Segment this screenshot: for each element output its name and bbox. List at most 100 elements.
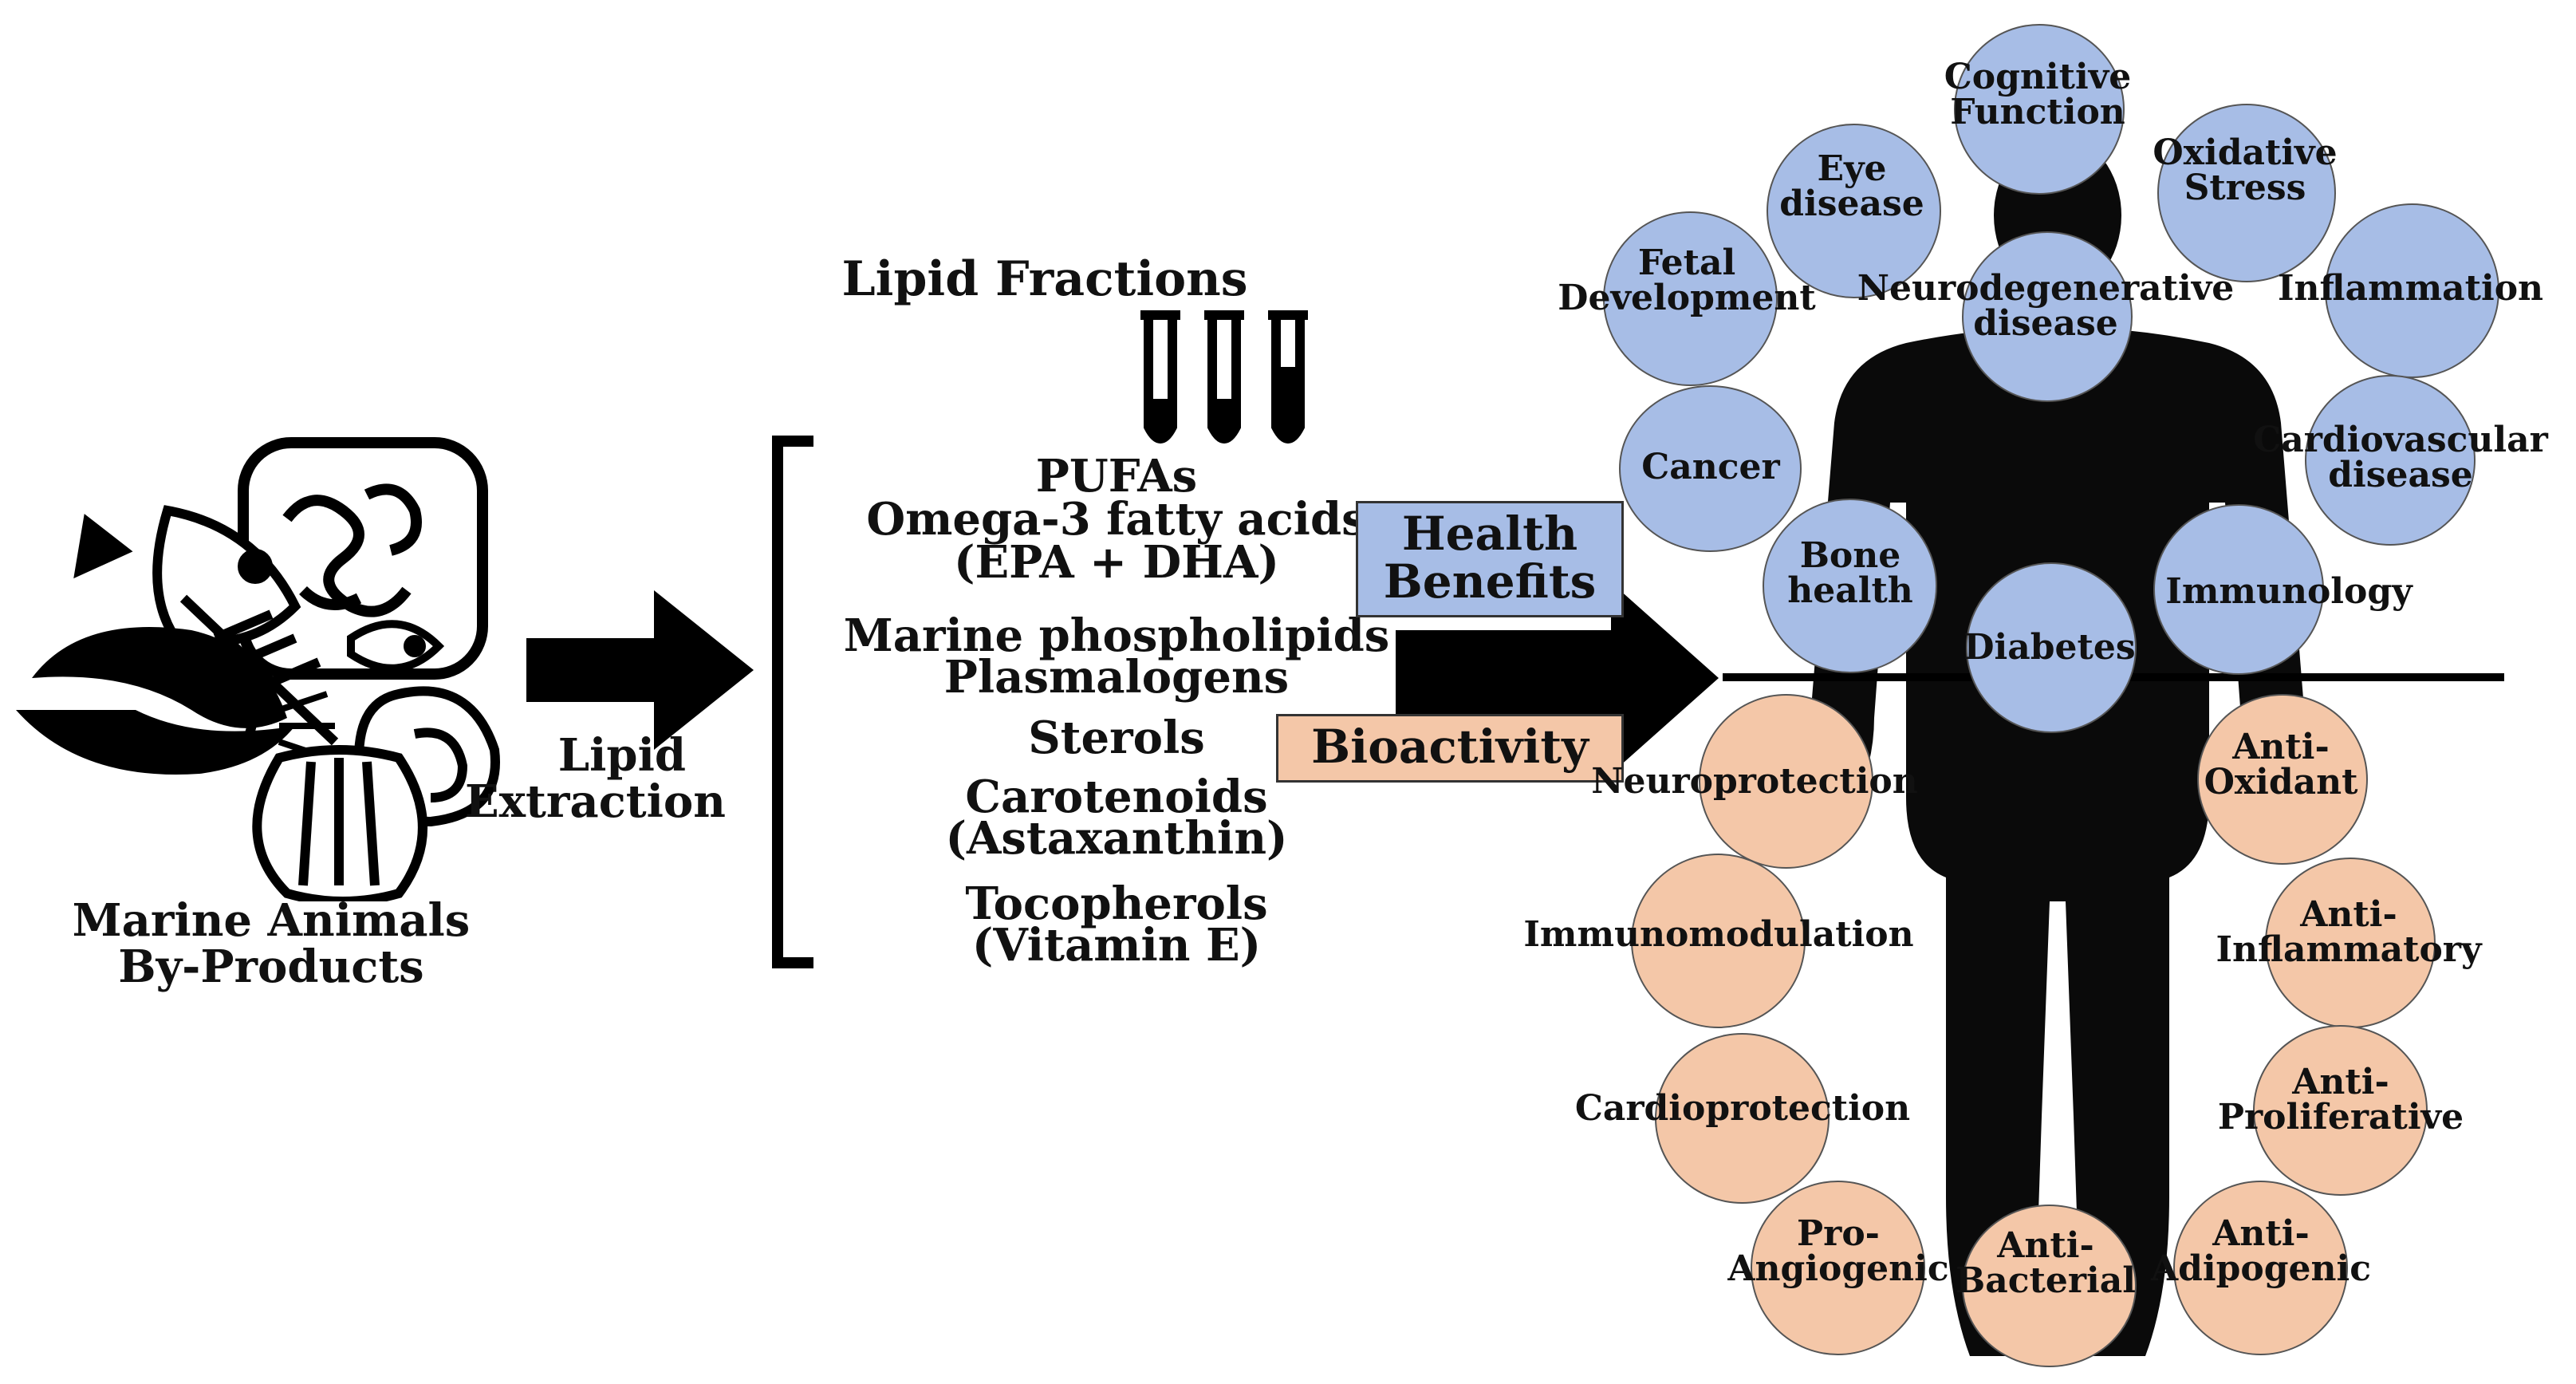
health-circle-eye [1767, 124, 1941, 298]
health-circle-fetal [1603, 211, 1778, 386]
label-line: Neuroprotection [1591, 761, 1918, 802]
label-line: Cardioprotection [1574, 1088, 1911, 1129]
health-benefits-box: Health Benefits [1356, 501, 1624, 617]
bio-circle-antibacterial [1962, 1205, 2137, 1367]
test-tubes-icon [1140, 310, 1308, 444]
bio-circle-immunomodulation [1631, 854, 1806, 1028]
fraction-item: (Astaxanthin) [945, 812, 1288, 865]
health-circle-cardiovascular [2305, 375, 2476, 546]
bio-label: Anti- Inflammatory [2173, 897, 2524, 968]
label-line: disease [1779, 183, 1924, 224]
bioactivity-box-label: Bioactivity [1311, 720, 1589, 774]
label-line: Anti- [2232, 727, 2330, 767]
health-label: Immunology [2145, 574, 2432, 609]
bio-label: Anti- Proliferative [2197, 1065, 2484, 1135]
extraction-label-line2: Extraction [464, 775, 726, 828]
label-line: Function [1950, 92, 2125, 132]
label-line: Eye [1817, 148, 1887, 189]
bio-label: Pro- Angiogenic [1719, 1216, 1958, 1287]
bio-label: Neuroprotection [1575, 764, 1934, 799]
bio-label: Cardioprotection [1555, 1091, 1930, 1126]
fraction-item: Marine phospholipids [843, 609, 1390, 662]
health-circle-immunology [2153, 504, 2324, 675]
health-box-line1: Health [1401, 507, 1578, 561]
label-line: Bacterial [1956, 1260, 2136, 1301]
health-circle-cancer [1619, 385, 1802, 552]
extraction-label: Lipid Extraction [431, 732, 782, 825]
label-line: Stress [2184, 168, 2306, 208]
bio-label: Anti- Adipogenic [2137, 1216, 2385, 1287]
label-line: Immunomodulation [1523, 914, 1914, 955]
fractions-title: Lipid Fractions [841, 251, 1248, 307]
source-label-line2: By-Products [118, 940, 424, 993]
small-fish-icon [347, 620, 445, 672]
label-line: disease [2328, 455, 2473, 495]
health-circle-bone [1763, 499, 1937, 673]
label-line: Fetal [1637, 242, 1736, 283]
label-line: Anti- [2300, 894, 2397, 935]
label-line: Anti- [1997, 1225, 2094, 1266]
fraction-item: (Vitamin E) [971, 919, 1262, 972]
label-line: Neurodegenerative [1857, 268, 2235, 309]
bio-circle-cardioprotection [1655, 1033, 1830, 1204]
health-label: Inflammation [2261, 271, 2560, 306]
fraction-item: Omega-3 fatty acids [866, 493, 1367, 546]
extraction-arrow [526, 590, 754, 750]
label-line: Pro- [1797, 1213, 1880, 1254]
source-label: Marine Animals By-Products [16, 897, 526, 990]
health-circle-diabetes [1966, 562, 2137, 733]
source-label-line1: Marine Animals [72, 894, 471, 947]
fraction-item: Tocopherols [965, 877, 1268, 930]
bio-circle-antiproliferative [2253, 1025, 2428, 1196]
fraction-item: Sterols [1028, 712, 1205, 764]
health-label: Cognitive Function [1918, 60, 2157, 130]
bio-label: Anti- Oxidant [2161, 730, 2401, 800]
label-line: Anti- [2292, 1062, 2389, 1102]
health-circle-cognitive [1954, 24, 2125, 195]
health-label: Oxidative Stress [2125, 136, 2365, 206]
health-label: Cancer [1595, 450, 1826, 485]
health-circle-inflammation [2325, 203, 2499, 378]
label-line: Proliferative [2217, 1097, 2464, 1138]
intestine-icon [238, 437, 488, 680]
health-label: Fetal Development [1539, 246, 1834, 316]
label-line: Immunology [2165, 571, 2413, 612]
health-label: Cardiovascular disease [2241, 423, 2560, 493]
label-line: Inflammatory [2216, 929, 2482, 970]
bio-circle-antiinflammatory [2265, 858, 2436, 1028]
health-label: Diabetes [1938, 630, 2161, 665]
fraction-item: PUFAs [1035, 450, 1198, 503]
label-line: Bone [1799, 535, 1901, 576]
bio-circle-antiadipogenic [2173, 1181, 2348, 1355]
label-line: Anti- [2212, 1213, 2310, 1254]
fraction-item: (EPA + DHA) [954, 536, 1279, 589]
label-line: Cognitive [1944, 57, 2132, 97]
health-label: Neurodegenerative disease [1846, 271, 2245, 341]
shrimp-icon [16, 627, 335, 775]
label-line: Angiogenic [1727, 1248, 1949, 1289]
bio-label: Anti- Bacterial [1922, 1228, 2169, 1299]
label-line: Adipogenic [2151, 1248, 2371, 1289]
fraction-item: Carotenoids [965, 771, 1268, 823]
marine-animals-icon [16, 437, 500, 901]
extraction-label-line1: Lipid [557, 729, 686, 782]
label-line: Diabetes [1964, 627, 2136, 668]
fraction-item: Plasmalogens [943, 651, 1290, 704]
bioactivity-box: Bioactivity [1276, 714, 1624, 783]
scallop-icon [252, 745, 427, 901]
health-circle-neurodegenerative [1962, 231, 2133, 402]
label-line: health [1787, 570, 1913, 611]
bracket [772, 436, 813, 968]
label-line: Cancer [1641, 447, 1780, 487]
health-label: Eye disease [1732, 152, 1971, 222]
health-circle-oxidative [2157, 104, 2336, 282]
health-label: Bone health [1735, 538, 1966, 609]
label-line: Oxidative [2153, 132, 2338, 173]
label-line: Oxidant [2204, 762, 2358, 802]
label-line: disease [1973, 303, 2118, 344]
bio-circle-proangiogenic [1751, 1181, 1925, 1355]
label-line: Development [1558, 278, 1816, 318]
label-line: Cardiovascular [2253, 420, 2548, 460]
bio-label: Immunomodulation [1507, 917, 1930, 952]
label-line: Inflammation [2277, 268, 2544, 309]
